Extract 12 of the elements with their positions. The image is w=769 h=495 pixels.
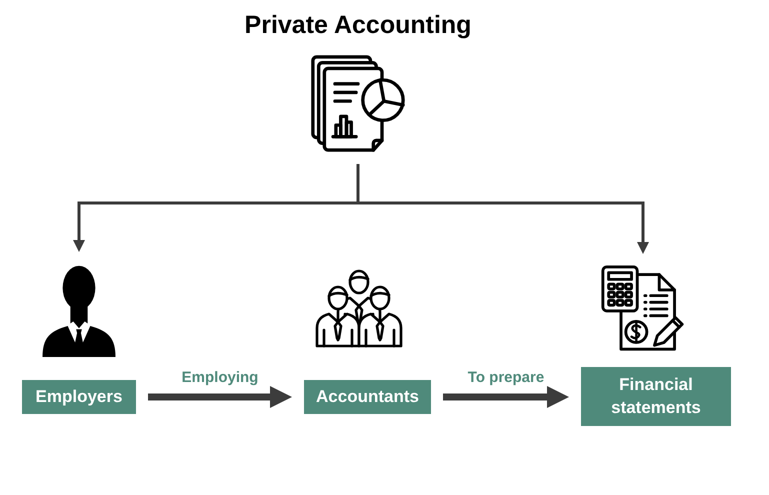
- arrow: [443, 386, 569, 408]
- arrow: [148, 386, 292, 408]
- step-label: Employers: [36, 386, 122, 408]
- title: Private Accounting: [244, 10, 472, 40]
- step-label: Accountants: [316, 386, 419, 408]
- step-label: Financial statements: [610, 374, 702, 418]
- step-box: [581, 367, 731, 426]
- documents-chart-icon: [310, 54, 406, 154]
- arrow: [356, 164, 649, 254]
- step-box: [304, 380, 431, 414]
- group-of-people-icon: [314, 268, 404, 348]
- step-box: [22, 380, 136, 414]
